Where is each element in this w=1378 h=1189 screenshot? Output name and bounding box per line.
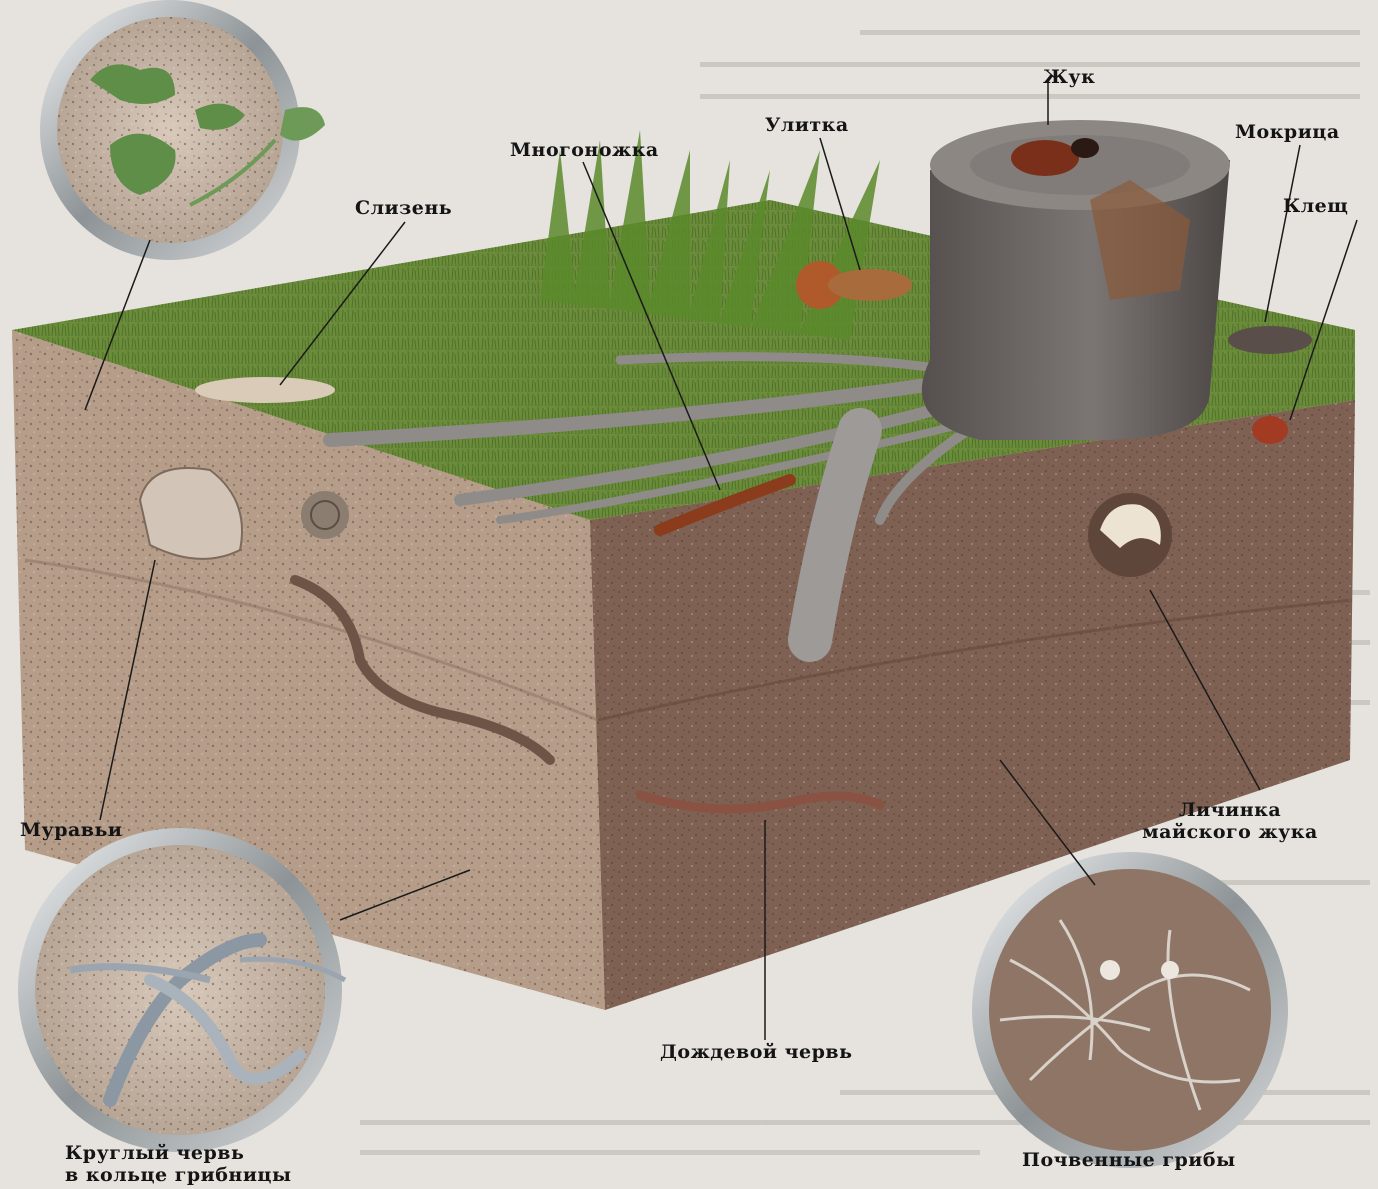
label-roundworm: Круглый червь в кольце грибницы (65, 1143, 292, 1187)
label-tick: Клещ (1283, 196, 1348, 218)
label-larva-line2: майского жука (1110, 822, 1350, 844)
tree-stump (922, 120, 1230, 440)
label-slug: Слизень (355, 198, 452, 220)
label-earthworm: Дождевой червь (660, 1042, 852, 1064)
lens-fungi (972, 852, 1288, 1168)
slug (195, 377, 335, 403)
label-larva: Личинка майского жука (1110, 800, 1350, 844)
label-fungi: Почвенные грибы (1022, 1150, 1236, 1172)
label-larva-line1: Личинка (1110, 800, 1350, 822)
label-ants: Муравьи (20, 820, 122, 842)
label-beetle: Жук (1043, 67, 1095, 89)
label-snail: Улитка (765, 115, 849, 137)
label-roundworm-line2: в кольце грибницы (65, 1165, 292, 1187)
label-millipede: Многоножка (510, 140, 659, 162)
tick (1252, 416, 1288, 444)
label-woodlouse: Мокрица (1235, 122, 1340, 144)
snail-shell-soil (301, 491, 349, 539)
lens-protozoa (40, 0, 325, 260)
woodlouse (1228, 326, 1312, 354)
beetle-larva (1088, 493, 1172, 577)
label-roundworm-line1: Круглый червь (65, 1143, 292, 1165)
